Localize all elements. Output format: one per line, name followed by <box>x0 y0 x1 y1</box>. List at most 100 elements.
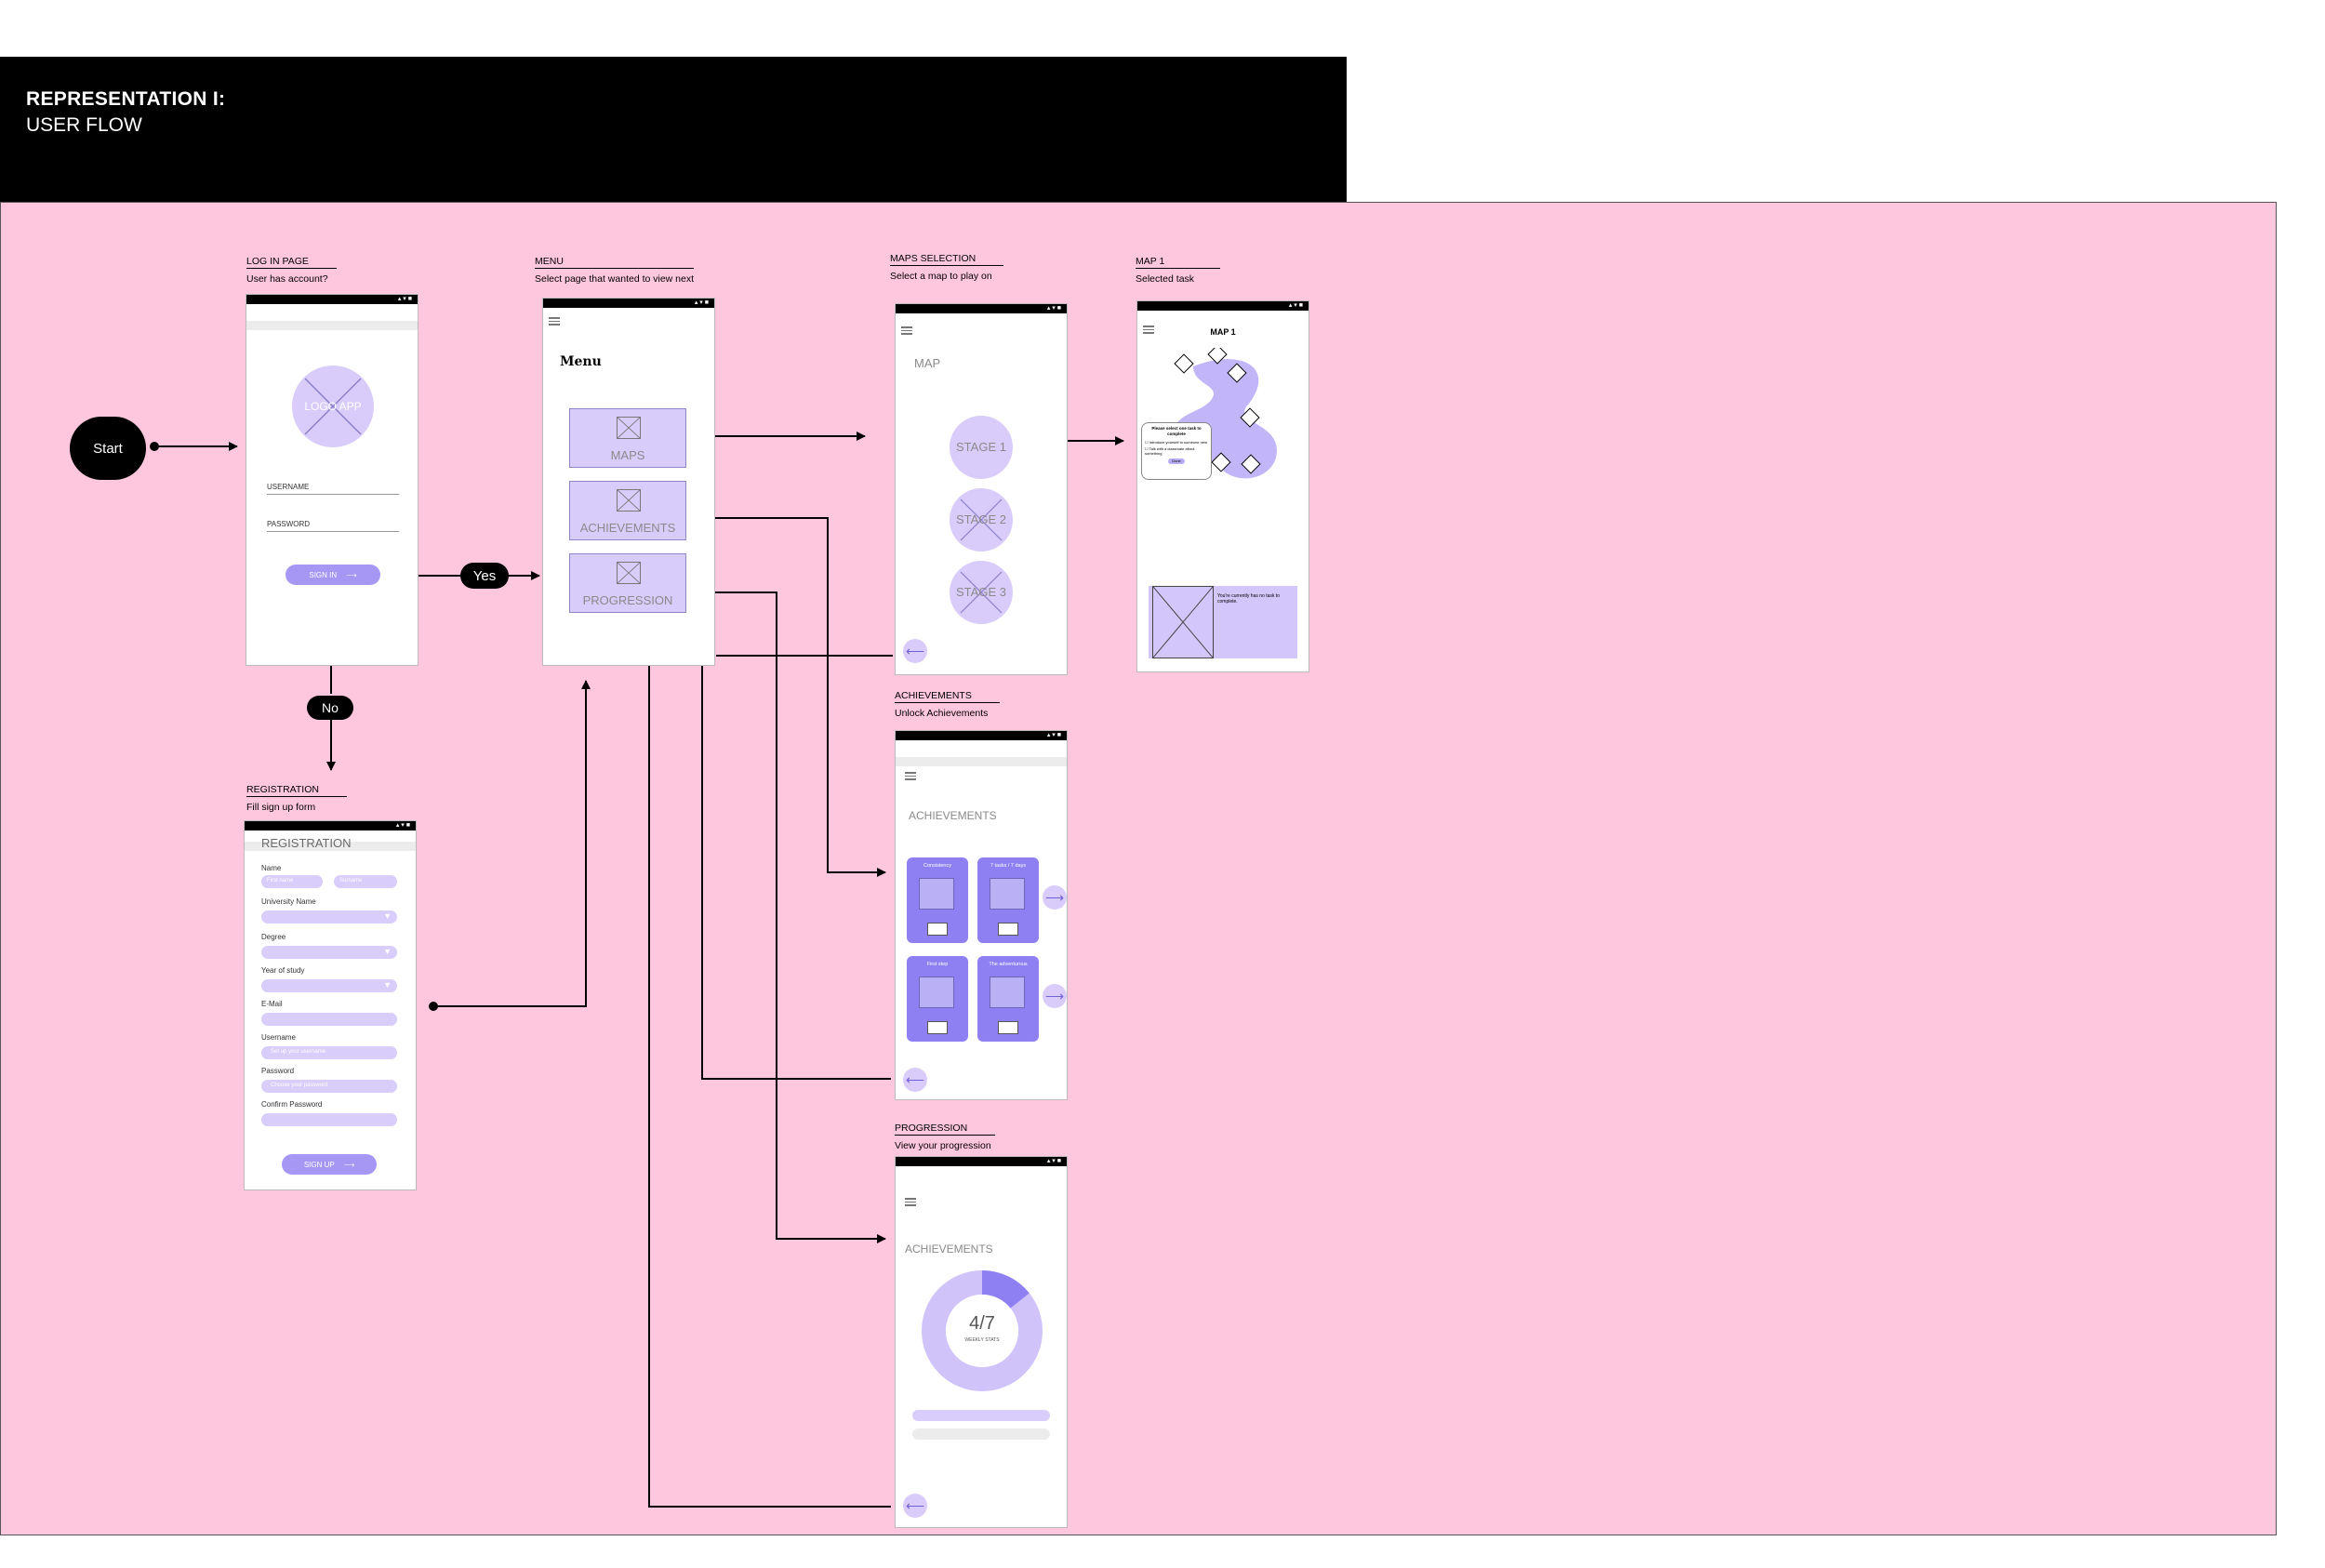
menu-item-maps[interactable]: MAPS <box>569 408 686 468</box>
username-placeholder: Set up your username <box>271 1049 326 1055</box>
popup-option-2[interactable]: ☐ Talk with a classmate about something <box>1145 446 1195 456</box>
start-label: Start <box>93 440 123 457</box>
chevron-down-icon: ▼ <box>383 911 392 921</box>
status-bar: ▴ ▾ ■ <box>245 821 416 831</box>
stage-1-button[interactable]: STAGE 1 <box>950 416 1013 479</box>
task-banner: You're currently has no task to complete… <box>1149 586 1297 658</box>
progress-caption: WEEKLY STATS <box>964 1337 1000 1343</box>
email-input[interactable] <box>261 1013 397 1026</box>
menu-title: MENU <box>535 256 695 269</box>
stage-3-button[interactable]: STAGE 3 <box>950 561 1013 624</box>
status-bar: ▴ ▾ ■ <box>543 299 714 308</box>
achievements-caption: ACHIEVEMENTS Unlock Achievements <box>895 690 1000 720</box>
progression-subtitle: View your progression <box>895 1140 991 1151</box>
status-bar: ▴ ▾ ■ <box>246 295 418 304</box>
password-placeholder: Choose your password <box>271 1083 328 1088</box>
achievements-title: ACHIEVEMENTS <box>895 690 1000 703</box>
confirm-password-label: Confirm Password <box>261 1100 323 1109</box>
hamburger-icon[interactable] <box>901 326 912 336</box>
login-title: LOG IN PAGE <box>246 256 337 269</box>
hamburger-icon[interactable] <box>905 1198 916 1207</box>
hamburger-icon[interactable] <box>1143 326 1154 335</box>
degree-select[interactable]: ▼ <box>261 946 397 959</box>
start-node: Start <box>70 417 146 480</box>
image-placeholder-icon <box>919 878 954 910</box>
email-label: E-Mail <box>261 1000 283 1008</box>
status-bar: ▴ ▾ ■ <box>1137 301 1309 311</box>
back-arrow-icon[interactable]: ⟵ <box>903 1068 927 1092</box>
popup-title: Please select one task to complete <box>1151 426 1202 436</box>
university-label: University Name <box>261 897 316 906</box>
next-arrow-icon[interactable]: ⟶ <box>1043 984 1067 1008</box>
registration-title: REGISTRATION <box>246 784 347 797</box>
hamburger-icon[interactable] <box>549 317 560 326</box>
arrow-right-icon: ⟶ <box>343 1160 355 1169</box>
username-label: USERNAME <box>267 483 310 491</box>
first-name-placeholder: First name <box>267 878 294 884</box>
achievements-heading: ACHIEVEMENTS <box>909 809 997 822</box>
username-label: Username <box>261 1033 296 1042</box>
login-subtitle: User has account? <box>246 273 328 285</box>
username-input[interactable]: Set up your username <box>261 1046 397 1059</box>
image-placeholder-icon <box>617 417 641 439</box>
university-select[interactable]: ▼ <box>261 910 397 924</box>
registration-heading: REGISTRATION <box>261 836 352 850</box>
achievement-card[interactable]: 7 tasks / 7 days <box>977 857 1039 943</box>
signin-label: SIGN IN <box>309 570 338 579</box>
password-input[interactable]: Choose your password <box>261 1080 397 1093</box>
back-arrow-icon[interactable]: ⟵ <box>903 639 927 663</box>
confirm-password-input[interactable] <box>261 1113 397 1126</box>
popup-option-1[interactable]: ☐ Introduce yourself to someone new <box>1145 440 1207 445</box>
title-line-1: REPRESENTATION I: <box>26 88 226 110</box>
no-label: No <box>322 700 339 715</box>
signup-button[interactable]: SIGN UP ⟶ <box>282 1154 377 1175</box>
image-placeholder-icon <box>1152 586 1214 658</box>
menu-item-achievements[interactable]: ACHIEVEMENTS <box>569 481 686 540</box>
progression-title: PROGRESSION <box>895 1123 996 1136</box>
achievement-card[interactable]: Consistency <box>907 857 968 943</box>
signup-label: SIGN UP <box>303 1160 335 1169</box>
envelope-icon <box>998 923 1018 936</box>
maps-caption: MAPS SELECTION Select a map to play on <box>890 253 1004 283</box>
menu-item-label: ACHIEVEMENTS <box>579 521 676 535</box>
back-line-achievements <box>701 666 891 1080</box>
registration-caption: REGISTRATION Fill sign up form <box>246 784 347 814</box>
menu-subtitle: Select page that wanted to view next <box>535 273 695 285</box>
maps-screen: ▴ ▾ ■ MAP STAGE 1 STAGE 2 STAGE 3 ⟵ <box>895 303 1068 675</box>
back-arrow-icon[interactable]: ⟵ <box>903 1494 927 1518</box>
progression-heading: ACHIEVEMENTS <box>905 1242 993 1256</box>
next-arrow-icon[interactable]: ⟶ <box>1043 885 1067 910</box>
map1-title: MAP 1 <box>1136 256 1221 269</box>
image-placeholder-icon <box>990 977 1025 1008</box>
envelope-icon <box>927 923 948 936</box>
envelope-icon <box>998 1021 1018 1034</box>
card-label: 7 tasks / 7 days <box>990 863 1027 869</box>
surname-input[interactable]: Surname <box>334 875 397 888</box>
password-label: PASSWORD <box>267 520 311 528</box>
login-screen: ▴ ▾ ■ LOGO APP USERNAME PASSWORD SIGN IN… <box>246 294 418 666</box>
chevron-down-icon: ▼ <box>383 947 392 956</box>
achievement-card[interactable]: The adventurous <box>977 956 1039 1042</box>
stage-2-button[interactable]: STAGE 2 <box>950 488 1013 551</box>
username-input[interactable] <box>267 494 399 495</box>
achievements-screen: ▴ ▾ ■ ACHIEVEMENTS Consistency 7 tasks /… <box>895 730 1068 1100</box>
menu-item-label: MAPS <box>610 448 645 462</box>
banner-text: You're currently has no task to complete… <box>1217 593 1280 605</box>
maps-heading: MAP <box>914 356 941 370</box>
image-placeholder-icon <box>617 562 641 584</box>
maps-subtitle: Select a map to play on <box>890 271 992 282</box>
year-select[interactable]: ▼ <box>261 979 397 992</box>
yes-label: Yes <box>472 567 497 584</box>
achievement-card[interactable]: First step <box>907 956 968 1042</box>
card-label: The adventurous <box>989 962 1028 967</box>
hamburger-icon[interactable] <box>905 772 916 781</box>
arrow-menu-progression <box>712 591 886 1243</box>
card-label: Consistency <box>923 863 951 869</box>
popup-done-button[interactable]: Done <box>1168 458 1185 464</box>
arrow-registration-menu <box>433 680 591 1007</box>
degree-label: Degree <box>261 933 286 941</box>
first-name-input[interactable]: First name <box>261 875 323 888</box>
menu-item-progression[interactable]: PROGRESSION <box>569 553 686 613</box>
signin-button[interactable]: SIGN IN⟶ <box>286 565 380 585</box>
password-input[interactable] <box>267 531 399 532</box>
